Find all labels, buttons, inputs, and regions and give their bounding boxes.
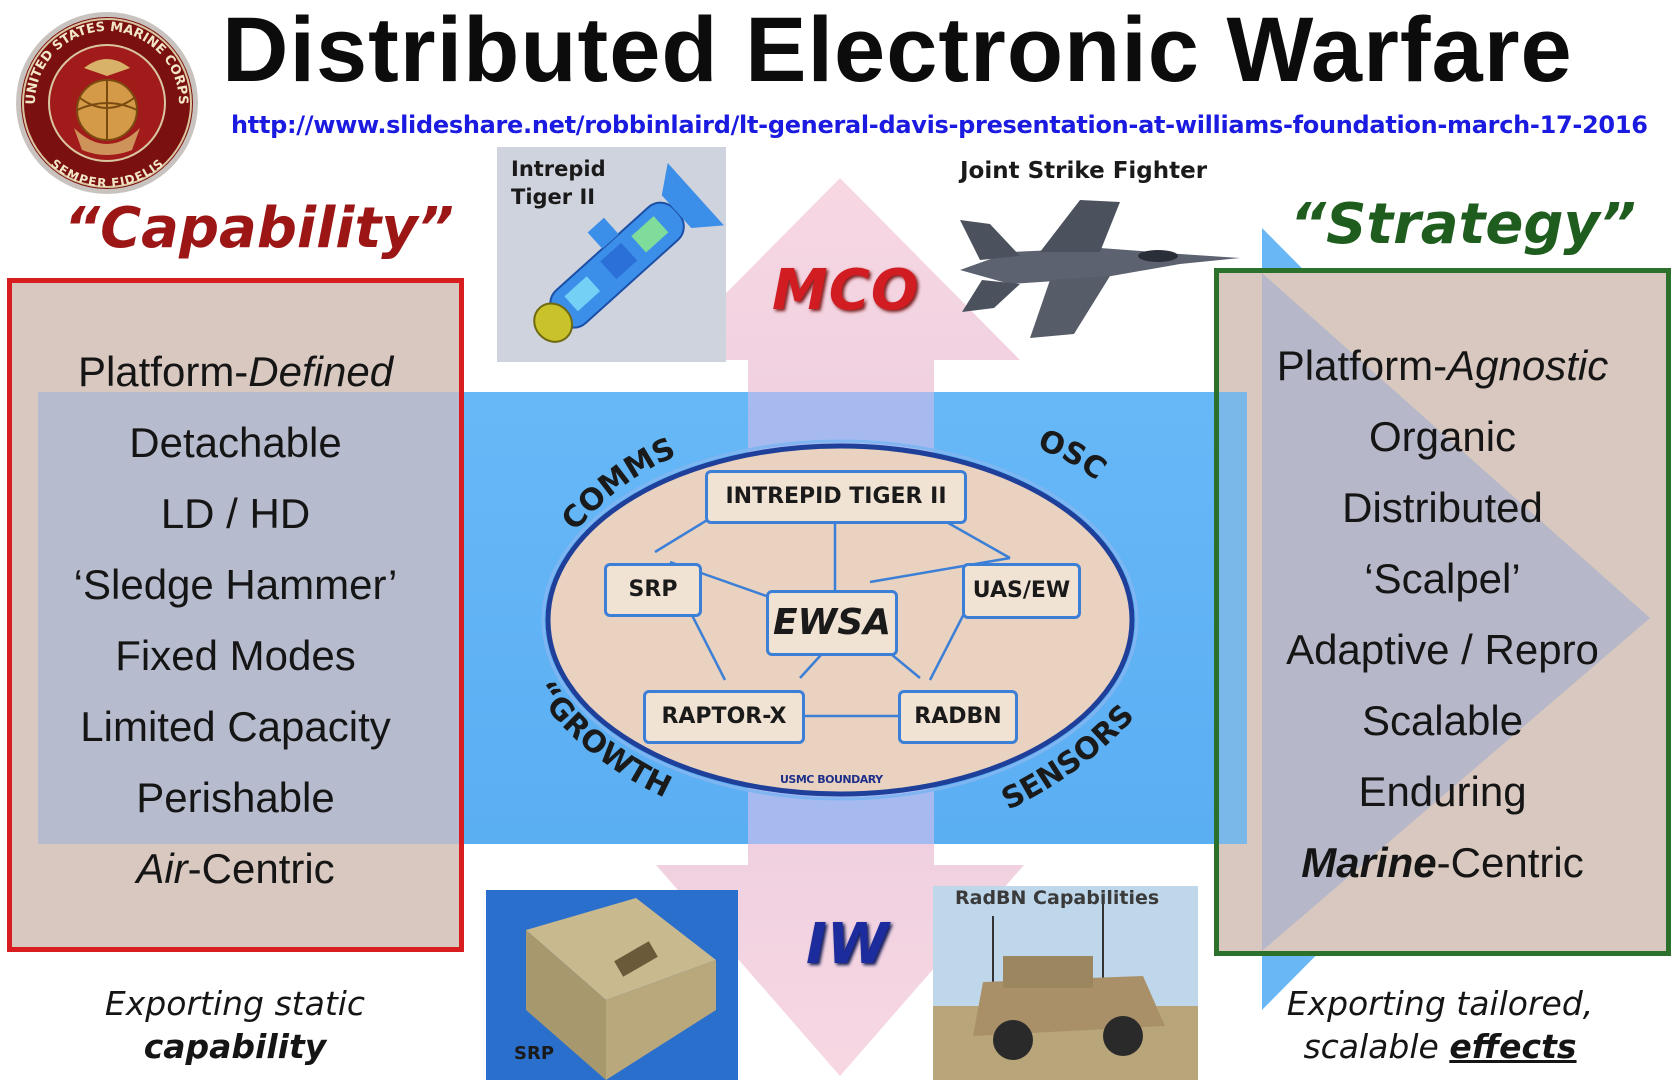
capability-item-text: -Centric <box>187 845 335 892</box>
strategy-item-text: Distributed <box>1342 484 1543 531</box>
page-title: Distributed Electronic Warfare <box>222 0 1573 101</box>
svg-text:OSC: OSC <box>1033 423 1112 488</box>
node-srp: SRP <box>604 563 702 617</box>
strategy-caption: Exporting tailored, scalable effects <box>1240 982 1640 1068</box>
capability-item-text: Detachable <box>129 419 342 466</box>
node-uas-ew-label: UAS/EW <box>972 578 1071 603</box>
strategy-item-text: ‘Scalpel’ <box>1364 555 1521 602</box>
strategy-item: Distributed <box>1230 472 1655 543</box>
capability-item: Detachable <box>27 407 444 478</box>
strategy-item: Scalable <box>1230 685 1655 756</box>
pod-render-icon <box>497 147 726 362</box>
strategy-item-emphasis: Agnostic <box>1447 342 1609 389</box>
capability-item-text: Platform- <box>77 348 249 395</box>
node-raptor-x: RAPTOR-X <box>643 690 805 744</box>
capability-item-emphasis: Air <box>136 845 188 892</box>
usmc-boundary-label: USMC BOUNDARY <box>780 773 883 786</box>
capability-caption: Exporting static capability <box>60 982 410 1068</box>
capability-item: Perishable <box>27 762 444 833</box>
capability-item: Limited Capacity <box>27 691 444 762</box>
strategy-item-text: Scalable <box>1361 697 1524 744</box>
marine-corps-seal-icon: UNITED STATES MARINE CORPS SEMPER FIDELI… <box>16 12 198 194</box>
capability-item: Platform-Defined <box>27 336 444 407</box>
radbn-photo: RadBN Capabilities <box>933 886 1198 1080</box>
strategy-item: Enduring <box>1230 756 1655 827</box>
strategy-item: Platform-Agnostic <box>1230 330 1655 401</box>
strategy-item-text: Organic <box>1368 413 1517 460</box>
capability-item-text: Fixed Modes <box>115 632 356 679</box>
strategy-item: ‘Scalpel’ <box>1230 543 1655 614</box>
source-link[interactable]: http://www.slideshare.net/robbinlaird/lt… <box>231 111 1648 139</box>
node-intrepid-tiger-label: INTREPID TIGER II <box>725 484 947 509</box>
osc-label: OSC <box>1033 423 1112 488</box>
strategy-item: Organic <box>1230 401 1655 472</box>
node-radbn-label: RADBN <box>914 704 1002 729</box>
srp-photo-label: SRP <box>514 1043 555 1064</box>
strategy-item-text: Platform- <box>1276 342 1448 389</box>
strategy-item: Adaptive / Repro <box>1230 614 1655 685</box>
node-ewsa: EWSA <box>766 590 898 656</box>
node-radbn: RADBN <box>898 690 1018 744</box>
node-uas-ew: UAS/EW <box>962 563 1081 619</box>
node-ewsa-label: EWSA <box>772 602 892 643</box>
capability-item-text: ‘Sledge Hammer’ <box>73 561 398 608</box>
radbn-vehicle-icon <box>933 886 1198 1080</box>
jsf-label: Joint Strike Fighter <box>960 158 1208 184</box>
strategy-item: Marine-Centric <box>1230 827 1655 898</box>
iw-label: IW <box>806 912 889 977</box>
jet-fighter-icon <box>960 200 1240 338</box>
strategy-caption-line1: Exporting tailored, <box>1286 984 1594 1023</box>
strategy-item-text: Enduring <box>1358 768 1527 815</box>
strategy-arrow-overlay <box>1262 273 1650 951</box>
intrepid-tiger-label: Intrepid Tiger II <box>511 157 606 209</box>
strategy-band-overlay <box>1219 392 1247 844</box>
mco-label: MCO <box>772 258 920 323</box>
node-intrepid-tiger: INTREPID TIGER II <box>705 470 967 524</box>
node-raptor-x-label: RAPTOR-X <box>661 704 787 729</box>
capability-band-overlay <box>38 392 459 844</box>
strategy-caption-line2: scalable effects <box>1240 1025 1640 1068</box>
capability-item: Fixed Modes <box>27 620 444 691</box>
srp-box-icon <box>486 890 738 1080</box>
strategy-item-emphasis: Marine <box>1301 839 1437 886</box>
capability-item: ‘Sledge Hammer’ <box>27 549 444 620</box>
strategy-heading: “Strategy” <box>1290 192 1636 257</box>
intrepid-tiger-photo: Intrepid Tiger II <box>497 147 726 362</box>
strategy-caption-plain: scalable <box>1303 1027 1450 1066</box>
strategy-caption-emph: effects <box>1449 1027 1577 1066</box>
radbn-label: RadBN Capabilities <box>955 887 1160 909</box>
strategy-item-text: -Centric <box>1436 839 1584 886</box>
capability-caption-line2: capability <box>143 1027 327 1066</box>
capability-item-text: Limited Capacity <box>80 703 391 750</box>
capability-item: LD / HD <box>27 478 444 549</box>
capability-caption-line1: Exporting static <box>104 984 366 1023</box>
capability-item: Air-Centric <box>27 833 444 904</box>
capability-item-emphasis: Defined <box>248 348 394 395</box>
strategy-item-text: Adaptive / Repro <box>1286 626 1599 673</box>
srp-photo: SRP <box>486 890 738 1080</box>
capability-item-text: LD / HD <box>160 490 311 537</box>
node-srp-label: SRP <box>628 577 678 602</box>
capability-item-text: Perishable <box>136 774 335 821</box>
capability-heading: “Capability” <box>64 196 454 261</box>
